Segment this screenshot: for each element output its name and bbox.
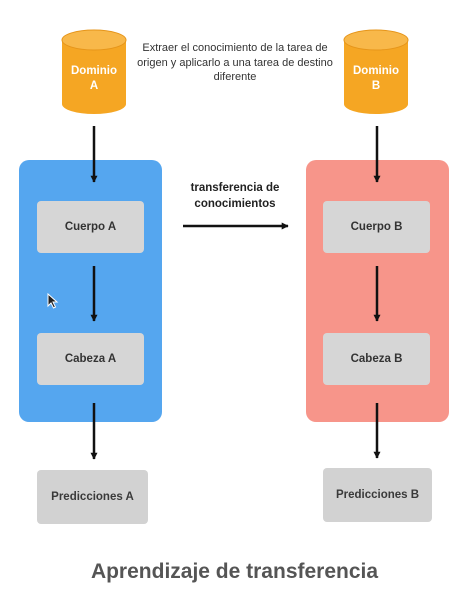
domain-b-label: Dominio B — [353, 65, 399, 92]
mouse-cursor-icon — [47, 293, 59, 309]
predictions-a-box: Predicciones A — [37, 470, 148, 524]
head-a-box: Cabeza A — [37, 333, 144, 385]
body-b-box: Cuerpo B — [323, 201, 430, 253]
predictions-a-label: Predicciones A — [51, 491, 134, 503]
transfer-description: Extraer el conocimiento de la tarea de o… — [137, 42, 333, 83]
domain-a-label: Dominio A — [71, 65, 117, 92]
head-b-label: Cabeza B — [350, 353, 403, 365]
database-icon — [61, 29, 127, 114]
head-b-box: Cabeza B — [323, 333, 430, 385]
predictions-b-box: Predicciones B — [323, 468, 432, 522]
predictions-b-label: Predicciones B — [335, 489, 420, 501]
domain-b-database: Dominio B — [342, 28, 410, 116]
head-a-label: Cabeza A — [64, 353, 117, 365]
domain-a-database: Dominio A — [60, 28, 128, 116]
body-a-box: Cuerpo A — [37, 201, 144, 253]
transfer-label: transferencia de conocimientos — [190, 182, 280, 210]
body-a-label: Cuerpo A — [64, 221, 117, 233]
body-b-label: Cuerpo B — [350, 221, 403, 233]
database-icon — [343, 29, 409, 114]
diagram-title: Aprendizaje de transferencia — [90, 560, 379, 583]
